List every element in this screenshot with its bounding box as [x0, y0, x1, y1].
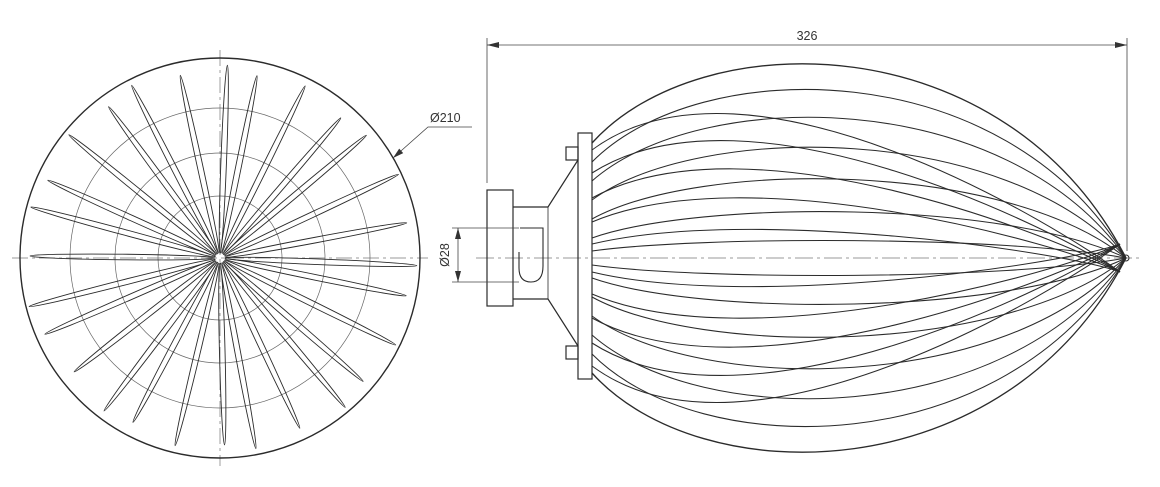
whisk-spoke — [29, 253, 216, 261]
whisk-spoke — [131, 84, 219, 254]
dim-arrow-right — [1115, 42, 1127, 48]
whisk-spoke — [30, 206, 216, 258]
dimension-label-shaft-diameter: Ø28 — [438, 243, 452, 267]
whisk-spoke — [224, 258, 407, 297]
dim-arrow-down — [455, 271, 461, 282]
whisk-spoke — [222, 261, 346, 408]
whisk-spoke — [28, 258, 216, 308]
dimension-210-leader: Ø210 — [392, 111, 472, 159]
whisk-wire — [591, 63, 1127, 259]
dimension-326: 326 — [486, 29, 1128, 251]
whisk-spoke — [224, 256, 418, 267]
whisk-spoke — [221, 85, 306, 254]
whisk-wire — [591, 243, 1121, 348]
whisk-spoke — [132, 261, 219, 423]
whisk-wire — [591, 197, 1121, 273]
leader-arrow — [393, 148, 404, 158]
whisk-wire — [591, 243, 1121, 376]
plate-tab-bottom — [565, 345, 579, 360]
whisk-spoke — [73, 260, 217, 373]
whisk-wire — [591, 228, 1121, 273]
whisk-spoke — [223, 260, 364, 382]
dimension-label-length: 326 — [797, 29, 818, 43]
whisk-wire — [591, 257, 1127, 453]
whisk-spoke — [179, 74, 220, 254]
whisk-wire — [591, 116, 1127, 259]
whisk-wire — [591, 243, 1121, 404]
whisk-spoke — [44, 259, 216, 335]
whisk-spoke — [220, 262, 257, 450]
whisk-spoke — [108, 106, 218, 255]
whisk-spoke — [174, 262, 220, 447]
whisk-wire — [591, 257, 1127, 277]
plate-tab-top — [565, 146, 579, 161]
shaft — [486, 159, 579, 347]
balloon-tip — [1122, 254, 1130, 262]
whisk-spoke — [47, 179, 216, 257]
end-view — [12, 50, 428, 466]
whisk-wire — [591, 243, 1121, 288]
whisk-wire — [591, 178, 1127, 259]
whisk-wire — [591, 239, 1127, 259]
whisk-spoke — [223, 134, 367, 256]
whisk-wire — [591, 257, 1127, 400]
whisk-wire — [591, 257, 1127, 338]
whisk-wire — [591, 211, 1127, 259]
whisk-spoke — [224, 222, 408, 258]
whisk-wire — [591, 243, 1121, 319]
whisk-spokes — [28, 64, 418, 450]
dim-arrow-up — [455, 228, 461, 239]
whisk-spoke — [224, 259, 397, 346]
end-view-center-lines — [12, 50, 428, 466]
mounting-plate — [565, 132, 593, 380]
dimension-28: Ø28 — [438, 227, 519, 283]
whisk-wire — [591, 257, 1127, 305]
dim-arrow-left — [487, 42, 499, 48]
whisk-spoke — [68, 134, 217, 256]
whisk-spoke — [103, 261, 218, 412]
whisk-spoke — [218, 64, 229, 254]
whisk-spoke — [222, 117, 342, 255]
whisk-spoke — [218, 262, 227, 446]
side-view — [476, 63, 1142, 453]
whisk-wire — [591, 257, 1127, 370]
whisk-wire — [591, 140, 1121, 273]
whisk-spoke — [221, 262, 301, 429]
dimension-label-diameter: Ø210 — [430, 111, 461, 125]
whisk-wire — [591, 146, 1127, 259]
whisk-wire — [591, 112, 1121, 273]
hook-slot — [518, 227, 544, 283]
whisk-spoke — [224, 173, 399, 257]
rim-circle — [19, 57, 421, 459]
whisk-spoke — [220, 75, 258, 254]
whisk-wires — [591, 63, 1127, 453]
